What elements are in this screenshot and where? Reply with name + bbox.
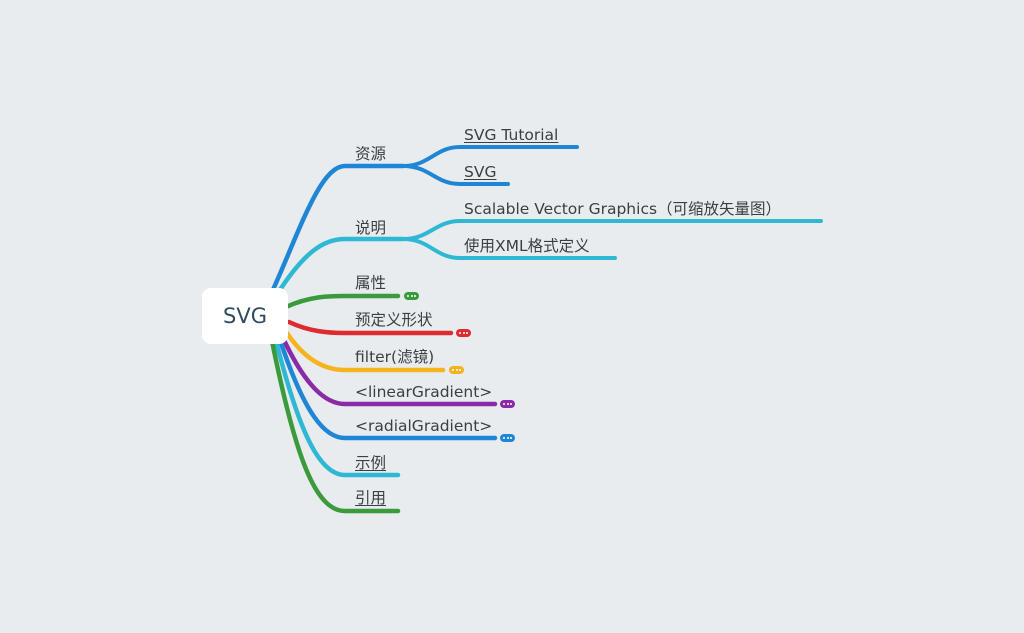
expand-filter-button[interactable] bbox=[449, 366, 464, 374]
root-node[interactable]: SVG bbox=[202, 288, 288, 344]
branch-predefined-shapes[interactable]: 预定义形状 bbox=[355, 311, 433, 329]
branch-linear-gradient[interactable]: <linearGradient> bbox=[355, 383, 493, 401]
connector-examples bbox=[273, 338, 401, 478]
branch-examples[interactable]: 示例 bbox=[355, 454, 387, 472]
branch-attributes[interactable]: 属性 bbox=[355, 274, 387, 292]
link-svg-tutorial[interactable]: SVG Tutorial bbox=[464, 126, 559, 144]
connector-description bbox=[273, 236, 406, 299]
branch-radial-gradient[interactable]: <radialGradient> bbox=[355, 417, 493, 435]
link-svg[interactable]: SVG bbox=[464, 163, 497, 181]
expand-radial-gradient-button[interactable] bbox=[500, 434, 515, 442]
connector-references bbox=[269, 338, 401, 514]
connector-filter bbox=[284, 330, 446, 373]
branch-description[interactable]: 说明 bbox=[355, 219, 387, 237]
connector-attributes bbox=[283, 293, 401, 310]
node-xml-format[interactable]: 使用XML格式定义 bbox=[464, 237, 590, 255]
branch-filter[interactable]: filter(滤镜) bbox=[355, 348, 435, 366]
connector-predefined-shapes bbox=[286, 319, 454, 336]
expand-predefined-shapes-button[interactable] bbox=[456, 329, 471, 337]
connector-radial-gradient bbox=[277, 337, 498, 441]
expand-attributes-button[interactable] bbox=[404, 292, 419, 300]
branch-references[interactable]: 引用 bbox=[355, 489, 387, 507]
connector-xml-format bbox=[401, 237, 617, 260]
connector-linear-gradient bbox=[280, 335, 498, 407]
connector-resources bbox=[269, 163, 406, 295]
node-scalable-vector-graphics[interactable]: Scalable Vector Graphics（可缩放矢量图） bbox=[464, 200, 782, 218]
expand-linear-gradient-button[interactable] bbox=[500, 400, 515, 408]
root-node-label: SVG bbox=[223, 304, 267, 328]
connector-svg bbox=[401, 164, 510, 186]
branch-resources[interactable]: 资源 bbox=[355, 145, 387, 163]
